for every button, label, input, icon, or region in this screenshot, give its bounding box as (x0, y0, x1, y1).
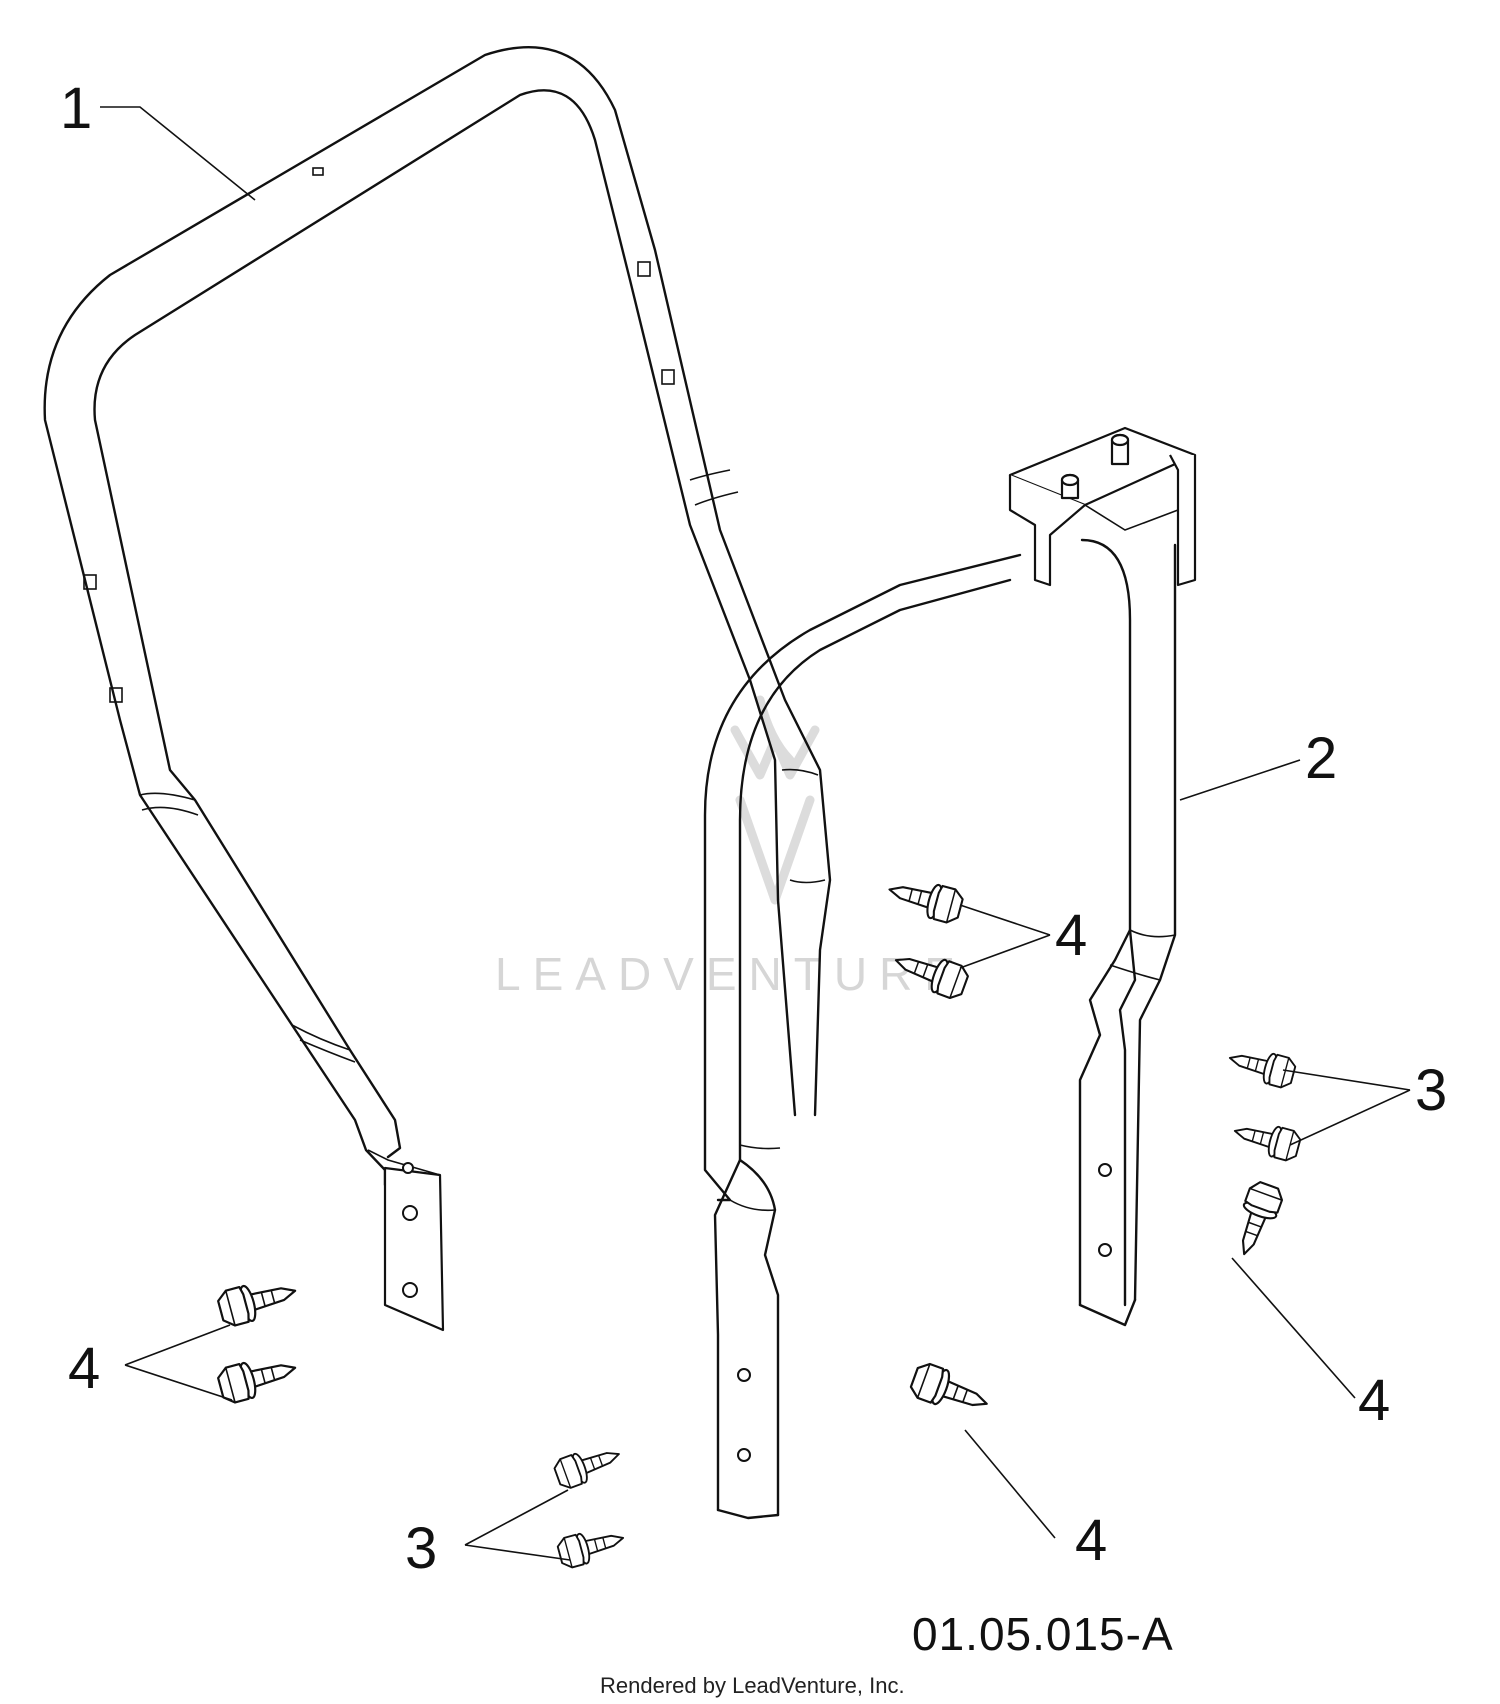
bolt-3-right-lower-icon (1233, 1125, 1302, 1162)
bolt-3-right-upper-icon (1228, 1052, 1297, 1089)
callout-2: 2 (1305, 726, 1337, 791)
callout-3-bottom: 3 (405, 1516, 437, 1581)
leadventure-logo-icon (730, 695, 820, 905)
frame-tube-1 (43, 46, 832, 1332)
leader-lines (100, 106, 1411, 1561)
reference-code: 01.05.015-A (912, 1608, 1174, 1660)
bolt-4-center-upper-icon (888, 883, 964, 924)
callout-4-bottom: 4 (1075, 1508, 1107, 1573)
bolt-3-bottom-lower-icon (556, 1532, 625, 1569)
callout-1: 1 (60, 76, 92, 141)
stud-right (1110, 433, 1130, 466)
callout-4-right: 4 (1358, 1368, 1390, 1433)
bolt-4-bottom-center-icon (909, 1362, 988, 1407)
bolt-4-left-lower-icon (217, 1361, 297, 1404)
bolt-4-right-icon (1241, 1181, 1284, 1256)
credit-line: Rendered by LeadVenture, Inc. (600, 1673, 905, 1698)
stud-left (1060, 473, 1080, 500)
bolt-3-bottom-upper-icon (553, 1452, 620, 1489)
callout-3-right: 3 (1415, 1058, 1447, 1123)
bolt-4-center-lower-icon (894, 957, 969, 1000)
bolt-4-left-upper-icon (217, 1284, 297, 1327)
callout-4-left: 4 (68, 1336, 100, 1401)
frame-tube-2 (703, 426, 1197, 1520)
watermark-text: LEADVENTURE (495, 948, 967, 1000)
callout-4-center: 4 (1055, 903, 1087, 968)
